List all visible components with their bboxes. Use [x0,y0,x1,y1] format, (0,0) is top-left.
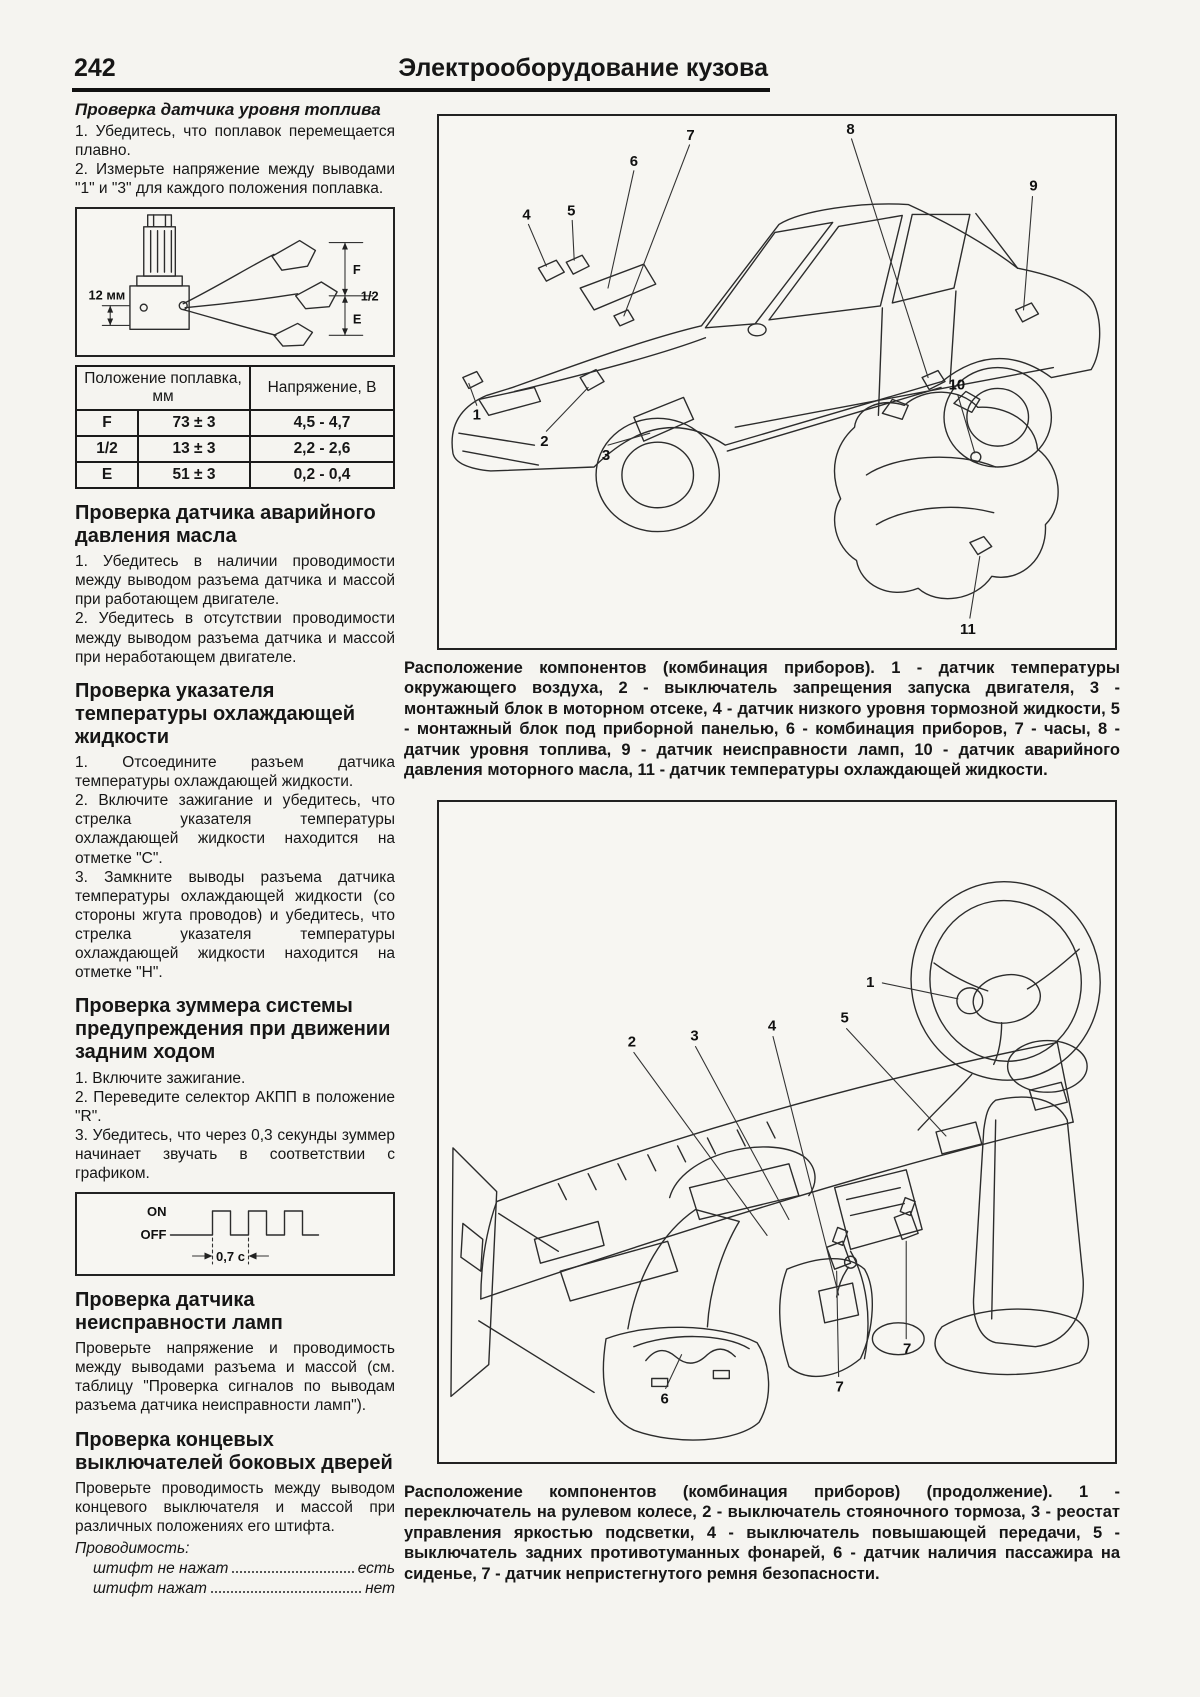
cell-mm: 51 ± 3 [137,460,251,489]
page-number: 242 [74,54,116,82]
belt-buckle-art [826,1196,919,1270]
door-panel-art [450,1147,595,1398]
figure2-caption: Расположение компонентов (комбинация при… [404,1483,1120,1583]
fuel-step: 2. Измерьте напряжение между выводами "1… [75,161,395,198]
section-title-lamp-failure: Проверка датчика неисправности ламп [75,1288,283,1335]
oil-step: 2. Убедитесь в отсутствии проводимости м… [75,610,395,666]
table-row: F 73 ± 3 4,5 - 4,7 [75,408,395,437]
table-row: E 51 ± 3 0,2 - 0,4 [75,460,395,489]
float-pos-f-label: F [353,262,361,277]
callout-4: 4 [522,207,531,223]
buzzer-step: 1. Включите зажигание. [75,1069,246,1087]
table-header-row: Положение поплавка, мм Напряжение, В [75,365,395,411]
cell-pos: E [75,460,139,489]
waveform-period-label: 0,7 с [216,1249,245,1264]
callout-2: 2 [540,434,548,450]
col-header-voltage: Напряжение, В [249,365,395,411]
figure1-exterior-box: 1 2 3 4 5 6 7 8 9 10 11 [437,114,1117,650]
callout-3: 3 [690,1029,698,1045]
coolant-step: 1. Отсоедините разъем датчика температур… [75,754,395,791]
steering-wheel-spokes [933,948,1080,1066]
spec-value: есть [357,1560,395,1578]
fuel-float-figure: 12 мм F 1/2 E [75,207,395,358]
section-title-fuel-level: Проверка датчика уровня топлива [75,100,381,119]
callout-3: 3 [602,448,610,464]
callout-9: 9 [1029,179,1037,195]
page-header: 242 Электрооборудование кузова [72,52,770,92]
cell-pos: F [75,408,139,437]
callout-1: 1 [866,975,874,991]
callout-8: 8 [846,122,854,138]
fuel-dimension-lines [101,242,374,337]
float-pos-half-label: 1/2 [361,289,379,304]
spec-line: штифт не нажат есть [93,1560,395,1578]
callout-5: 5 [567,203,575,219]
oil-step: 1. Убедитесь в наличии проводимости межд… [75,553,395,609]
coolant-step: 2. Включите зажигание и убедитесь, что с… [75,792,395,867]
spec-label: штифт не нажат [93,1560,229,1578]
table-row: 1/2 13 ± 3 2,2 - 2,6 [75,434,395,463]
dashboard-art [480,1041,1074,1302]
waveform-trace [169,1210,320,1236]
car-exterior-diagram: 1 2 3 4 5 6 7 8 9 10 11 [451,122,1101,638]
passenger-seat-art [934,1039,1090,1376]
callout-7: 7 [686,128,694,144]
callout-2: 2 [628,1035,636,1051]
callout-7a: 7 [835,1379,843,1395]
callout-10: 10 [949,377,966,393]
left-column: Проверка датчика уровня топлива 1. Убеди… [75,100,395,1598]
dim-12mm-label: 12 мм [89,288,126,303]
page-title: Электрооборудование кузова [398,54,768,82]
callout-leaders [633,982,959,1389]
cell-mm: 73 ± 3 [137,408,251,437]
cell-volts: 4,5 - 4,7 [249,408,395,437]
cell-pos: 1/2 [75,434,139,463]
col-header-position: Положение поплавка, мм [75,365,251,411]
fuel-step: 1. Убедитесь, что поплавок перемещается … [75,123,395,160]
callout-1: 1 [473,407,481,423]
callout-6: 6 [661,1391,669,1407]
buzzer-step: 3. Убедитесь, что через 0,3 секунды зумм… [75,1126,395,1182]
cell-volts: 0,2 - 0,4 [249,460,395,489]
steering-wheel-art [910,880,1101,1081]
conductivity-label: Проводимость: [75,1540,190,1558]
callout-5: 5 [840,1011,848,1027]
fuel-sender-art [129,214,338,348]
section-title-oil-pressure: Проверка датчика аварийного давления мас… [75,501,376,548]
dotted-leader [232,1571,354,1574]
cell-volts: 2,2 - 2,6 [249,434,395,463]
cell-mm: 13 ± 3 [137,434,251,463]
buzzer-step: 2. Переведите селектор АКПП в положение … [75,1088,395,1125]
dotted-leader [210,1591,362,1594]
callout-11: 11 [960,622,976,638]
car-interior-diagram: 1 2 3 4 5 6 7 7 [450,880,1101,1441]
front-seat-art [602,1208,770,1441]
callout-4: 4 [768,1019,777,1035]
section-title-door-switches: Проверка концевых выключателей боковых д… [75,1428,393,1474]
callout-leaders [468,138,1034,619]
waveform-on-label: ON [147,1204,167,1219]
section-title-reverse-buzzer: Проверка зуммера системы предупреждения … [75,994,391,1064]
fuel-float-diagram: 12 мм F 1/2 E [89,214,379,348]
buzzer-waveform-diagram: ON OFF 0,7 с [141,1204,320,1265]
buzzer-waveform-figure: ON OFF 0,7 с [75,1191,395,1276]
coolant-step: 3. Замкните выводы разъема датчика темпе… [75,868,395,981]
door-switches-body: Проверьте проводимость между выводом кон… [75,1479,395,1535]
float-pos-e-label: E [353,312,362,327]
spec-label: штифт нажат [93,1580,207,1598]
component-markers [462,254,1040,442]
engine-detail-art [833,390,1059,600]
waveform-off-label: OFF [141,1227,167,1242]
spec-line: штифт нажат нет [93,1580,395,1598]
callout-7b: 7 [903,1342,911,1358]
figure1-caption: Расположение компонентов (комбинация при… [404,659,1120,780]
figure2-interior-box: 1 2 3 4 5 6 7 7 [437,800,1117,1464]
lamp-failure-body: Проверьте напряжение и проводимость межд… [75,1340,395,1415]
car-body-art [451,203,1101,533]
float-voltage-table: Положение поплавка, мм Напряжение, В F 7… [75,365,395,489]
section-title-coolant-temp: Проверка указателя температуры охлаждающ… [75,679,356,748]
spec-value: нет [365,1580,395,1598]
callout-6: 6 [630,154,638,170]
